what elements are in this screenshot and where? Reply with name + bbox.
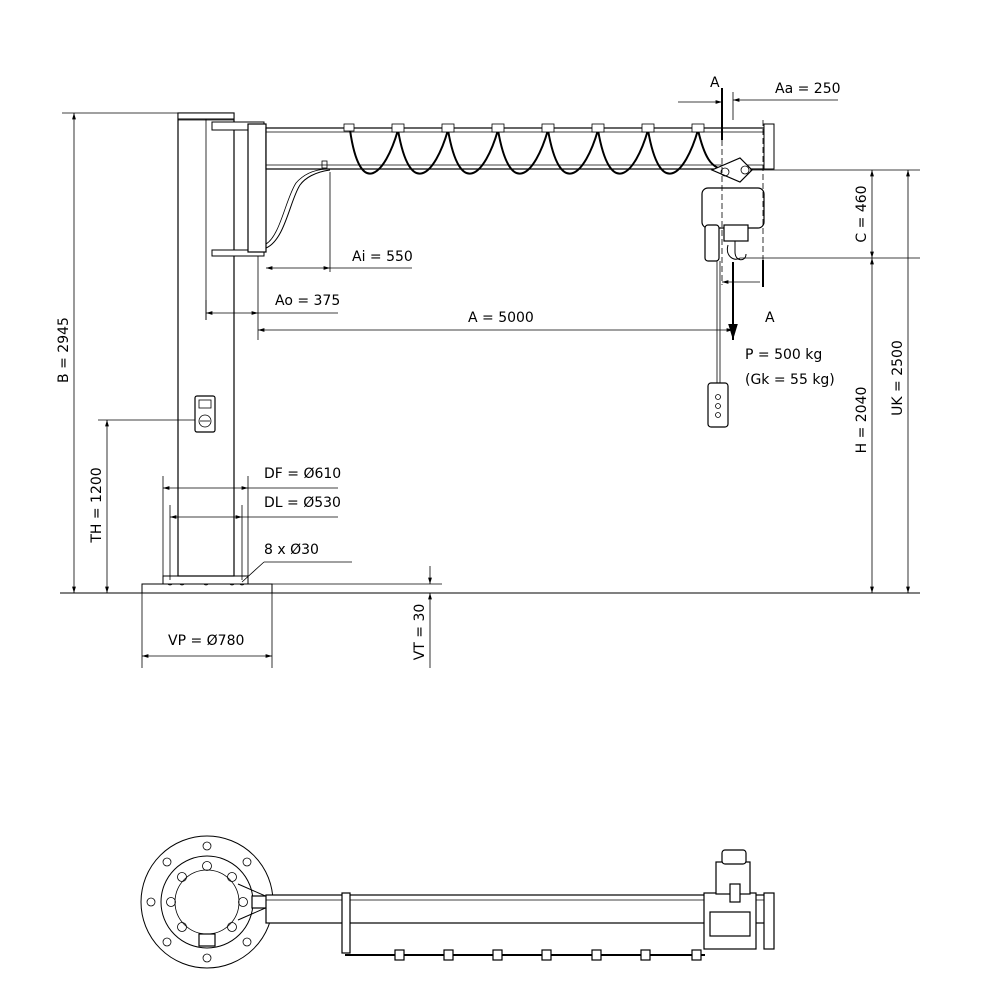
jib-head	[247, 123, 267, 253]
bolts-leader	[241, 561, 265, 583]
bolts-label: 8 x Ø30	[264, 542, 319, 558]
dim-vt-label: VT = 30	[412, 604, 428, 661]
column-cap	[177, 112, 235, 120]
dim-a-label: A = 5000	[468, 310, 534, 326]
dim-b-label: B = 2945	[56, 317, 72, 383]
plan-cable-trolleys	[394, 949, 702, 961]
plan-switch	[198, 933, 216, 947]
dim-aa-label: Aa = 250	[775, 81, 841, 97]
dim-ai-label: Ai = 550	[352, 249, 413, 265]
load-gk-label: (Gk = 55 kg)	[745, 372, 835, 388]
section-a-bottom-label: A	[765, 310, 775, 326]
main-switch	[194, 395, 216, 433]
dim-th-label: TH = 1200	[89, 467, 105, 543]
pendant-control	[707, 382, 729, 428]
end-stop	[763, 123, 775, 170]
flange-bolt-holes	[166, 861, 248, 932]
base-flange	[162, 575, 249, 585]
side-elevation-view: B = 2945 TH = 1200 Ao = 375 Ai = 550 A =…	[56, 75, 920, 668]
section-a-top-label: A	[710, 75, 720, 91]
dim-df-label: DF = Ø610	[264, 466, 341, 482]
dim-vp-label: VP = Ø780	[168, 633, 244, 649]
jib-strut	[265, 169, 331, 249]
slewing-ring-bottom	[211, 249, 265, 257]
festoon-cable-system	[343, 123, 719, 175]
plan-hoist	[703, 849, 775, 950]
foundation-plate	[141, 583, 273, 594]
plan-view	[140, 835, 775, 969]
dim-dl-label: DL = Ø530	[264, 495, 341, 511]
dim-c-label: C = 460	[854, 185, 870, 242]
dim-uk-label: UK = 2500	[890, 340, 906, 416]
load-p-label: P = 500 kg	[745, 347, 822, 363]
dim-ao-label: Ao = 375	[275, 293, 340, 309]
dim-h-label: H = 2040	[854, 387, 870, 454]
